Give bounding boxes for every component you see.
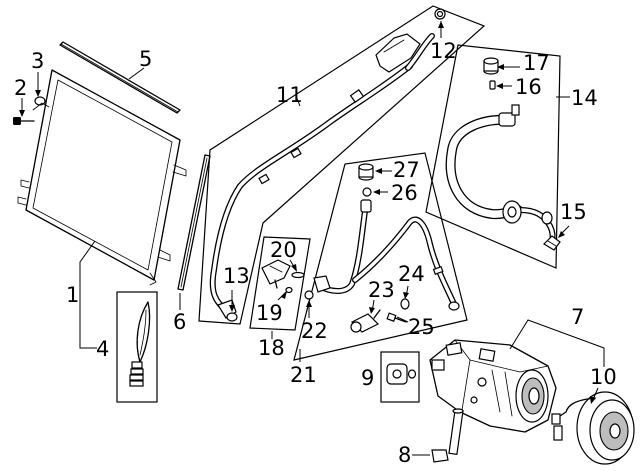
o-ring-24-part[interactable] (400, 298, 410, 310)
callout-17: 17 (523, 51, 550, 75)
discharge-hose-part[interactable] (445, 104, 556, 245)
callout-18: 18 (258, 336, 285, 360)
callout-25: 25 (408, 315, 435, 339)
callout-27: 27 (393, 158, 420, 182)
side-seal-part[interactable] (177, 154, 211, 291)
o-ring-20-part[interactable] (291, 271, 305, 279)
callout-5: 5 (139, 47, 152, 71)
discharge-hose-frame (425, 44, 561, 269)
callout-15: 15 (560, 200, 587, 224)
callout-7: 7 (571, 305, 584, 329)
callout-24: 24 (398, 262, 425, 286)
suction-line-part[interactable] (209, 33, 435, 319)
o-ring-19b-part[interactable] (285, 286, 293, 294)
suction-line-frame (198, 5, 486, 325)
callout-22: 22 (301, 319, 328, 343)
bolt-25-part[interactable] (386, 312, 407, 323)
cap-17-part[interactable] (483, 57, 499, 75)
bolt-8-part[interactable] (431, 408, 464, 463)
callout-2: 2 (14, 76, 27, 100)
seal-washer-part[interactable] (386, 363, 417, 385)
callout-3: 3 (31, 49, 44, 73)
o-ring-22-part[interactable] (304, 290, 314, 300)
desiccant-part[interactable] (129, 301, 151, 387)
seal-kit-frame (380, 351, 420, 403)
sensor-23-part[interactable] (350, 309, 381, 333)
cap-27-part[interactable] (358, 163, 374, 181)
liquid-line-part[interactable] (313, 199, 460, 311)
callout-6: 6 (173, 310, 186, 334)
fitting-block-19-part[interactable] (261, 259, 291, 289)
valve-core-16-part[interactable] (489, 80, 496, 90)
fitting-kit-frame (249, 236, 311, 331)
liquid-line-frame (293, 152, 468, 361)
callout-8: 8 (398, 443, 411, 467)
callout-13: 13 (223, 264, 250, 288)
callout-14: 14 (571, 86, 598, 110)
valve-core-26-part[interactable] (362, 187, 372, 197)
callout-4: 4 (96, 337, 109, 361)
pressure-switch-15-part[interactable] (543, 235, 561, 251)
o-ring-13-part[interactable] (226, 312, 238, 322)
bolt-part[interactable] (13, 117, 35, 125)
compressor-part[interactable] (429, 339, 557, 433)
callout-9: 9 (361, 366, 374, 390)
callout-23: 23 (368, 278, 395, 302)
grommet-part[interactable] (32, 96, 50, 111)
o-ring-12-part[interactable] (434, 8, 446, 20)
upper-seal-part[interactable] (59, 41, 181, 114)
drier-kit-frame (116, 291, 158, 403)
callout-26: 26 (391, 181, 418, 205)
callout-11: 11 (276, 83, 303, 107)
callout-20: 20 (270, 238, 297, 262)
callout-1: 1 (66, 283, 79, 307)
callout-21: 21 (290, 363, 317, 387)
clutch-assembly-part[interactable] (551, 391, 635, 465)
callout-19: 19 (256, 301, 283, 325)
callout-12: 12 (430, 39, 457, 63)
callout-10: 10 (590, 365, 617, 389)
callout-16: 16 (515, 75, 542, 99)
condenser-part[interactable] (17, 69, 187, 286)
